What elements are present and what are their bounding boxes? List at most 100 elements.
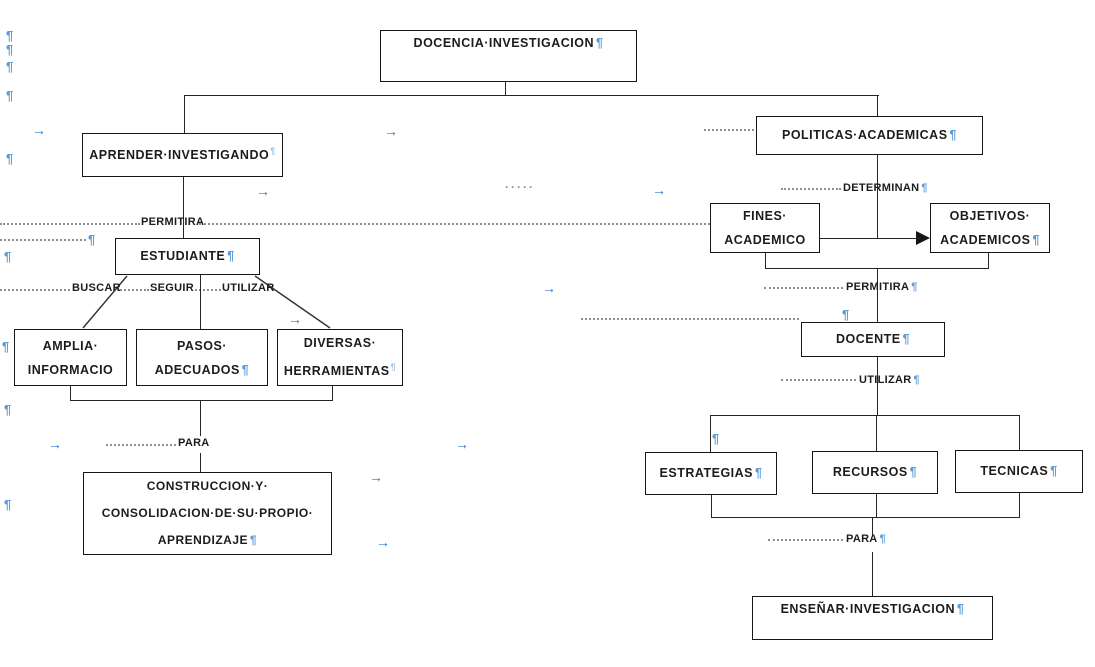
pilcrow-mark: ¶ (6, 151, 14, 166)
tab-arrow-mark: → (652, 182, 666, 198)
connector-line (183, 177, 185, 238)
pilcrow-mark: ¶ (227, 248, 235, 263)
pilcrow-mark: ¶ (596, 36, 604, 50)
edge-label-utilizar-left: UTILIZAR (222, 282, 275, 294)
dotted-leader (781, 379, 856, 381)
pilcrow-mark: ¶ (1050, 463, 1058, 478)
pilcrow-mark: ¶ (6, 59, 14, 74)
dotted-leader (195, 289, 221, 291)
edge-label-seguir: SEGUIR (150, 282, 194, 294)
dots-mark: ····· (505, 180, 535, 194)
box-docencia-investigacion: DOCENCIA·INVESTIGACION¶ (380, 30, 637, 82)
box-label: CONSTRUCCION·Y· (146, 479, 269, 493)
box-objetivos-academicos: OBJETIVOS· ACADEMICOS¶ (930, 203, 1050, 253)
connector-line (711, 495, 713, 518)
connector-line (1019, 493, 1021, 518)
pilcrow-mark: ¶ (6, 28, 14, 43)
pilcrow-mark: ¶ (712, 431, 720, 446)
connector-line (988, 253, 990, 269)
pilcrow-mark: ¶ (913, 374, 920, 386)
pilcrow-mark: ¶ (1032, 233, 1040, 247)
dotted-leader (106, 444, 176, 446)
tab-arrow-mark: → (455, 436, 469, 452)
pilcrow-mark: ¶ (4, 402, 12, 417)
box-label: DOCENTE (835, 331, 901, 346)
pilcrow-mark: ¶ (909, 464, 918, 479)
connector-line (505, 82, 507, 96)
connector-line (184, 95, 186, 133)
pilcrow-mark: ¶ (6, 42, 14, 57)
dotted-leader (199, 223, 710, 225)
box-construccion-aprendizaje: CONSTRUCCION·Y· CONSOLIDACION·DE·SU·PROP… (83, 472, 332, 555)
edge-label-permitira-right: PERMITIRA¶ (846, 281, 918, 293)
tab-arrow-mark: → (256, 183, 270, 199)
connector-line (200, 275, 202, 329)
box-label: INFORMACIO (27, 362, 114, 377)
connector-line (765, 253, 767, 269)
dotted-leader (764, 287, 843, 289)
dotted-leader (581, 318, 799, 320)
box-label: RECURSOS (832, 464, 908, 479)
connector-line (877, 357, 879, 416)
tab-arrow-mark: → (32, 122, 46, 138)
box-label: DOCENCIA·INVESTIGACION (413, 36, 594, 50)
box-label: FINES· (743, 209, 787, 223)
connector-line (710, 415, 712, 452)
pilcrow-mark: ¶ (88, 232, 96, 247)
arrowhead-icon (916, 231, 930, 245)
edge-label-para-right: PARA¶ (846, 533, 886, 545)
box-label: POLITICAS·ACADEMICAS (781, 127, 948, 142)
dotted-leader (0, 239, 86, 241)
box-label: ACADEMICOS (940, 233, 1031, 247)
pilcrow-mark: ¶ (921, 182, 928, 194)
box-label: APRENDIZAJE (157, 533, 248, 547)
box-label: OBJETIVOS· (949, 209, 1031, 223)
pilcrow-mark: ¶ (879, 533, 886, 545)
dotted-leader (0, 223, 140, 225)
connector-line (1019, 415, 1021, 450)
box-recursos: RECURSOS¶ (812, 451, 938, 494)
connector-line (711, 517, 1020, 519)
pilcrow-mark: ¶ (241, 362, 250, 377)
edge-label-utilizar-right: UTILIZAR¶ (859, 374, 920, 386)
edge-label-permitira-left: PERMITIRA (141, 216, 205, 228)
tab-arrow-mark: → (384, 123, 398, 139)
connector-line (70, 400, 333, 402)
tab-arrow-mark: → (376, 534, 390, 550)
connector-line (184, 95, 879, 97)
pilcrow-mark: ¶ (270, 146, 276, 157)
pilcrow-mark: ¶ (4, 249, 12, 264)
connector-line (877, 95, 879, 117)
dotted-leader (768, 539, 843, 541)
pilcrow-mark: ¶ (949, 127, 957, 142)
connector-line (872, 552, 874, 596)
pilcrow-mark: ¶ (911, 281, 918, 293)
dotted-leader (704, 129, 754, 131)
connector-line (332, 386, 334, 401)
connector-line (877, 155, 879, 239)
dotted-leader (0, 289, 70, 291)
box-estrategias: ESTRATEGIAS¶ (645, 452, 777, 495)
box-fines-academico: FINES· ACADEMICO (710, 203, 820, 253)
box-pasos-adecuados: PASOS· ADECUADOS¶ (136, 329, 268, 386)
box-label: CONSOLIDACION·DE·SU·PROPIO· (101, 506, 314, 520)
box-label: APRENDER·INVESTIGANDO (89, 148, 270, 163)
box-label: ACADEMICO (724, 233, 806, 247)
pilcrow-mark: ¶ (250, 533, 258, 547)
connector-line (70, 386, 72, 401)
box-label: ADECUADOS (154, 362, 240, 377)
dotted-leader (781, 188, 841, 190)
connector-line (710, 415, 1020, 417)
pilcrow-mark: ¶ (902, 331, 911, 346)
box-ensenar-investigacion: ENSEÑAR·INVESTIGACION¶ (752, 596, 993, 640)
box-estudiante: ESTUDIANTE¶ (115, 238, 260, 275)
connector-line (876, 415, 878, 451)
pilcrow-mark: ¶ (6, 88, 14, 103)
box-label: ESTUDIANTE (140, 248, 226, 263)
dotted-leader (117, 289, 149, 291)
connector-line (200, 400, 202, 436)
pilcrow-mark: ¶ (2, 339, 10, 354)
connector-line (876, 494, 878, 518)
tab-arrow-mark: → (288, 311, 302, 327)
